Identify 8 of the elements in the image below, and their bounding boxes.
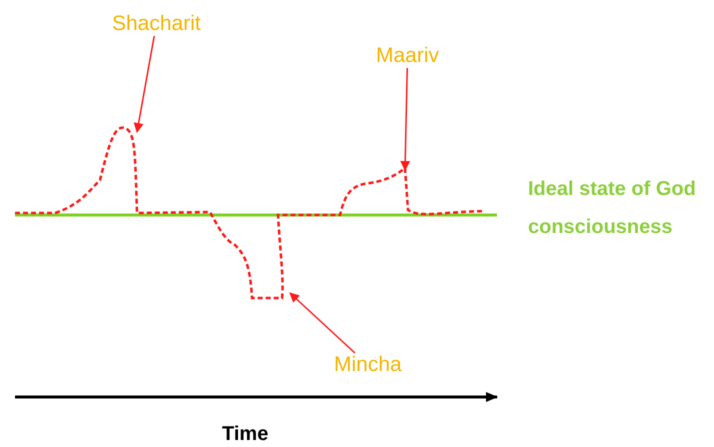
leader-arrow (289, 292, 356, 354)
ideal-state-label: Ideal state of God consciousness (528, 177, 697, 240)
callout-label: Maariv (376, 44, 440, 68)
axis-title: Time (222, 422, 270, 446)
leader-arrow (134, 36, 155, 133)
callout-label: Mincha (334, 353, 402, 377)
callout-label: Shacharit (112, 12, 201, 36)
leader-arrow (400, 68, 410, 171)
